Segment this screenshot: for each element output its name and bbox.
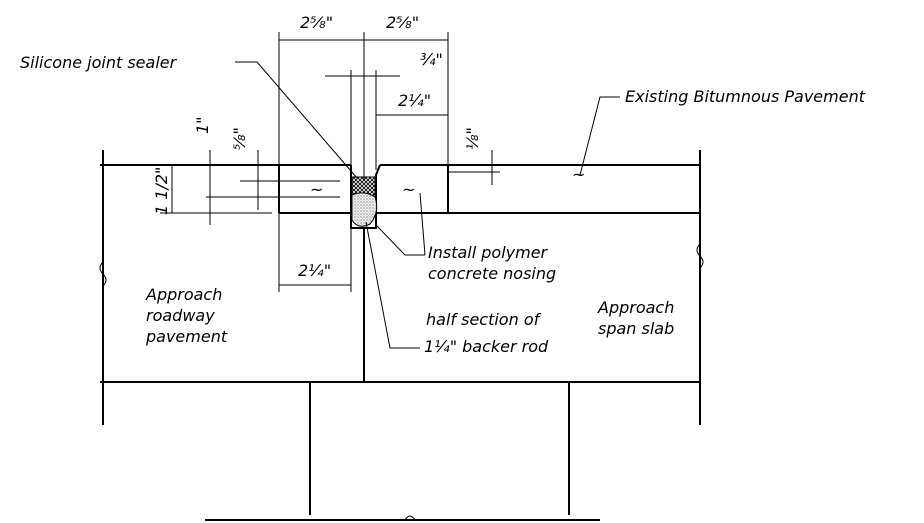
dim-text-three-quarter: ¾" — [420, 50, 443, 69]
label-existing-pavement: Existing Bitumnous Pavement — [625, 87, 866, 106]
label-half-section-2: 1¼" backer rod — [424, 337, 549, 356]
dim-text-one-inch: 1" — [193, 116, 212, 134]
leader-polymer-nosing — [375, 224, 425, 256]
dim-text-top-left: 2⅝" — [300, 13, 333, 32]
dim-text-two-quarter-bottom: 2¼" — [298, 261, 331, 280]
label-approach-roadway-3: pavement — [145, 327, 228, 346]
label-approach-roadway-1: Approach — [145, 285, 222, 304]
dim-text-one-half: 1 1/2" — [152, 167, 171, 215]
right-break-symbol — [696, 243, 704, 269]
slab-outlines — [100, 150, 701, 521]
dim-text-top-right: 2⅝" — [386, 13, 419, 32]
dimension-lines — [160, 32, 500, 292]
dim-text-one-eighth: ⅛" — [463, 127, 482, 150]
label-install-polymer-1: Install polymer — [428, 243, 549, 262]
backer-rod-fill — [351, 192, 378, 227]
leader-polymer-nosing-2 — [419, 192, 426, 256]
label-approach-roadway-2: roadway — [146, 306, 215, 325]
base-break-symbol — [404, 515, 416, 521]
tilde-mark-pavement: ~ — [572, 165, 585, 184]
label-approach-span-1: Approach — [597, 298, 674, 317]
label-install-polymer-2: concrete nosing — [428, 264, 556, 283]
dim-text-five-eighths: ⅝" — [230, 127, 249, 150]
label-silicone-joint-sealer: Silicone joint sealer — [20, 53, 178, 72]
leader-existing-pavement — [579, 96, 620, 176]
dim-text-two-quarter-top: 2¼" — [398, 91, 431, 110]
leader-backer-rod — [365, 221, 420, 349]
label-half-section-1: half section of — [426, 310, 542, 329]
left-break-symbol — [99, 261, 107, 287]
tilde-mark-left: ~ — [310, 180, 323, 199]
leader-silicone-sealer — [235, 61, 358, 179]
label-approach-span-2: span slab — [598, 319, 674, 338]
tilde-mark-right: ~ — [402, 180, 415, 199]
